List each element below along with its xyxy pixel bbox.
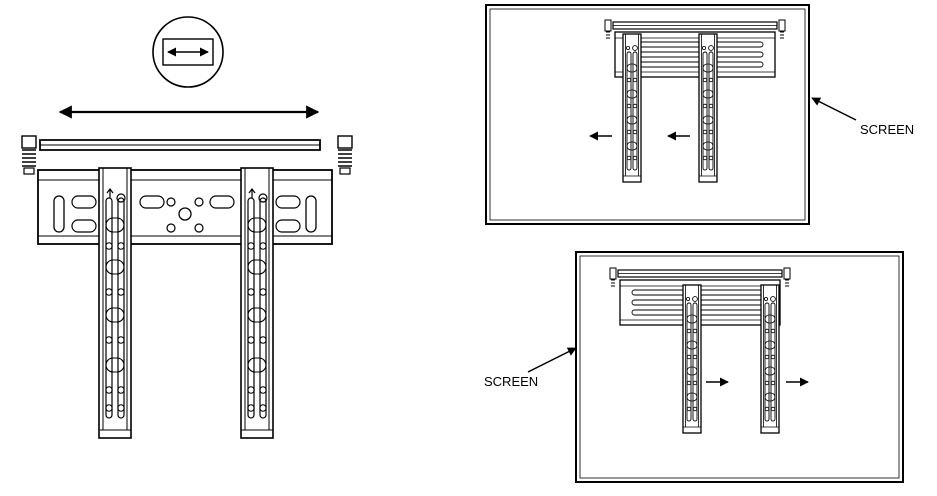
wall-bracket-large [21, 135, 353, 439]
adjust-symbol [152, 16, 224, 88]
screen-label-bottom: SCREEN [484, 374, 538, 389]
screen-panel-bottom [575, 251, 904, 483]
screen-label-top: SCREEN [860, 122, 914, 137]
screen-pointer-bottom [527, 347, 577, 373]
screen-pointer-top [811, 97, 857, 121]
screen-panel-top [485, 4, 810, 225]
